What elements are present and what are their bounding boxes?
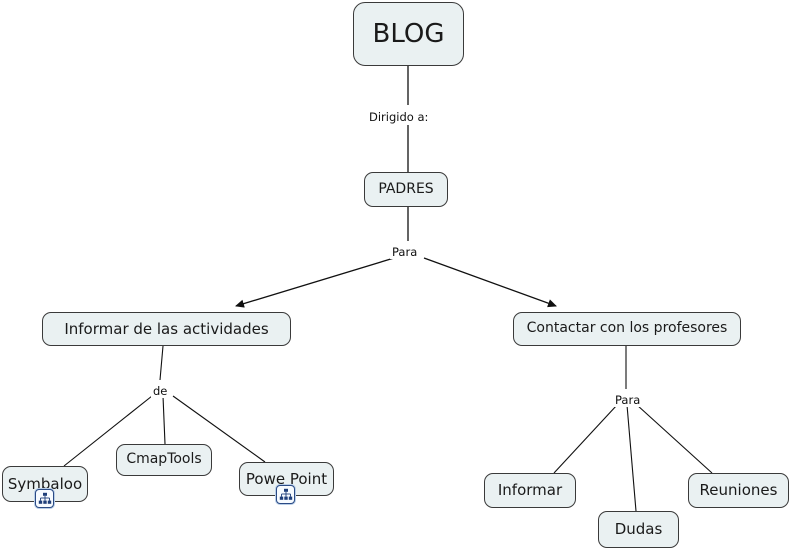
- link-label-para-main[interactable]: Para: [390, 245, 420, 259]
- node-powe-point-label: Powe Point: [245, 469, 328, 488]
- node-padres[interactable]: PADRES: [364, 172, 448, 207]
- node-informar-label: Informar: [497, 481, 563, 500]
- node-cmaptools[interactable]: CmapTools: [116, 444, 212, 476]
- node-contactar-con-los-profesores-label: Contactar con los profesores: [526, 320, 728, 337]
- concept-map-resource-icon[interactable]: [35, 489, 54, 508]
- node-blog-label: BLOG: [372, 18, 445, 49]
- node-symbaloo-label: Symbaloo: [7, 474, 83, 493]
- node-dudas[interactable]: Dudas: [598, 511, 679, 548]
- edge-informar-actividades-to-de: [159, 345, 164, 381]
- concept-map-glyph: [38, 492, 51, 504]
- concept-map-resource-icon[interactable]: [276, 485, 295, 504]
- edge-de-to-cmaptools: [162, 395, 166, 445]
- node-reuniones-label: Reuniones: [699, 481, 778, 500]
- edge-para-to-contactar-profesores: [423, 257, 557, 308]
- node-informar-de-las-actividades-label: Informar de las actividades: [64, 319, 269, 338]
- link-label-para-contact[interactable]: Para: [613, 393, 643, 407]
- node-reuniones[interactable]: Reuniones: [688, 473, 789, 508]
- node-padres-label: PADRES: [378, 180, 434, 197]
- edge-para-to-informar-actividades: [235, 257, 395, 308]
- node-informar[interactable]: Informar: [484, 473, 576, 508]
- node-dudas-label: Dudas: [614, 520, 663, 539]
- edge-para-to-informar: [553, 404, 618, 474]
- concept-map-glyph: [279, 488, 292, 500]
- node-cmaptools-label: CmapTools: [126, 451, 202, 468]
- node-blog[interactable]: BLOG: [353, 2, 464, 66]
- edge-para-to-reuniones: [636, 404, 713, 474]
- node-contactar-con-los-profesores[interactable]: Contactar con los profesores: [513, 312, 741, 346]
- node-informar-de-las-actividades[interactable]: Informar de las actividades: [42, 312, 291, 346]
- link-label-de[interactable]: de: [151, 384, 170, 398]
- link-label-dirigido-a[interactable]: Dirigido a:: [367, 110, 431, 124]
- edge-para-to-dudas: [626, 404, 637, 512]
